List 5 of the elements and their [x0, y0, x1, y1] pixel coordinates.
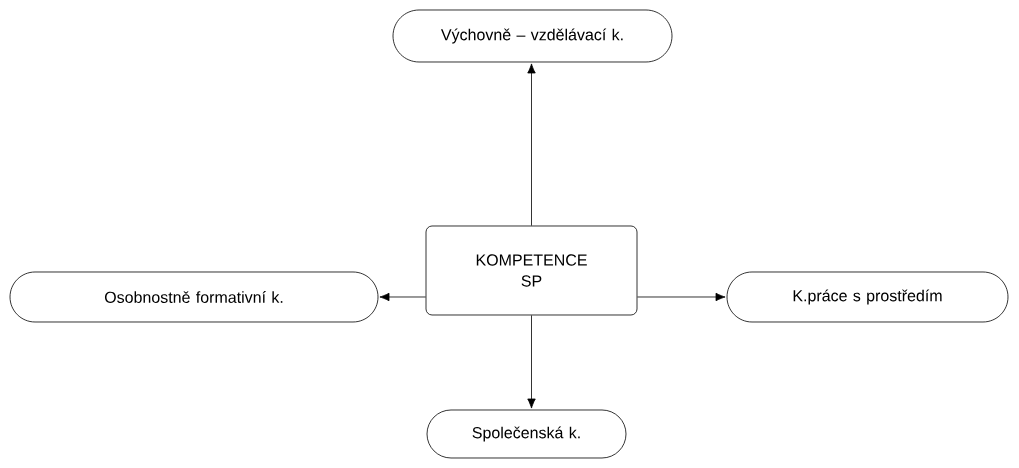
arrow [379, 292, 426, 302]
central-box: KOMPETENCE SP [425, 225, 638, 316]
arrow [527, 63, 536, 226]
arrow [637, 292, 726, 302]
arrow [527, 315, 536, 409]
